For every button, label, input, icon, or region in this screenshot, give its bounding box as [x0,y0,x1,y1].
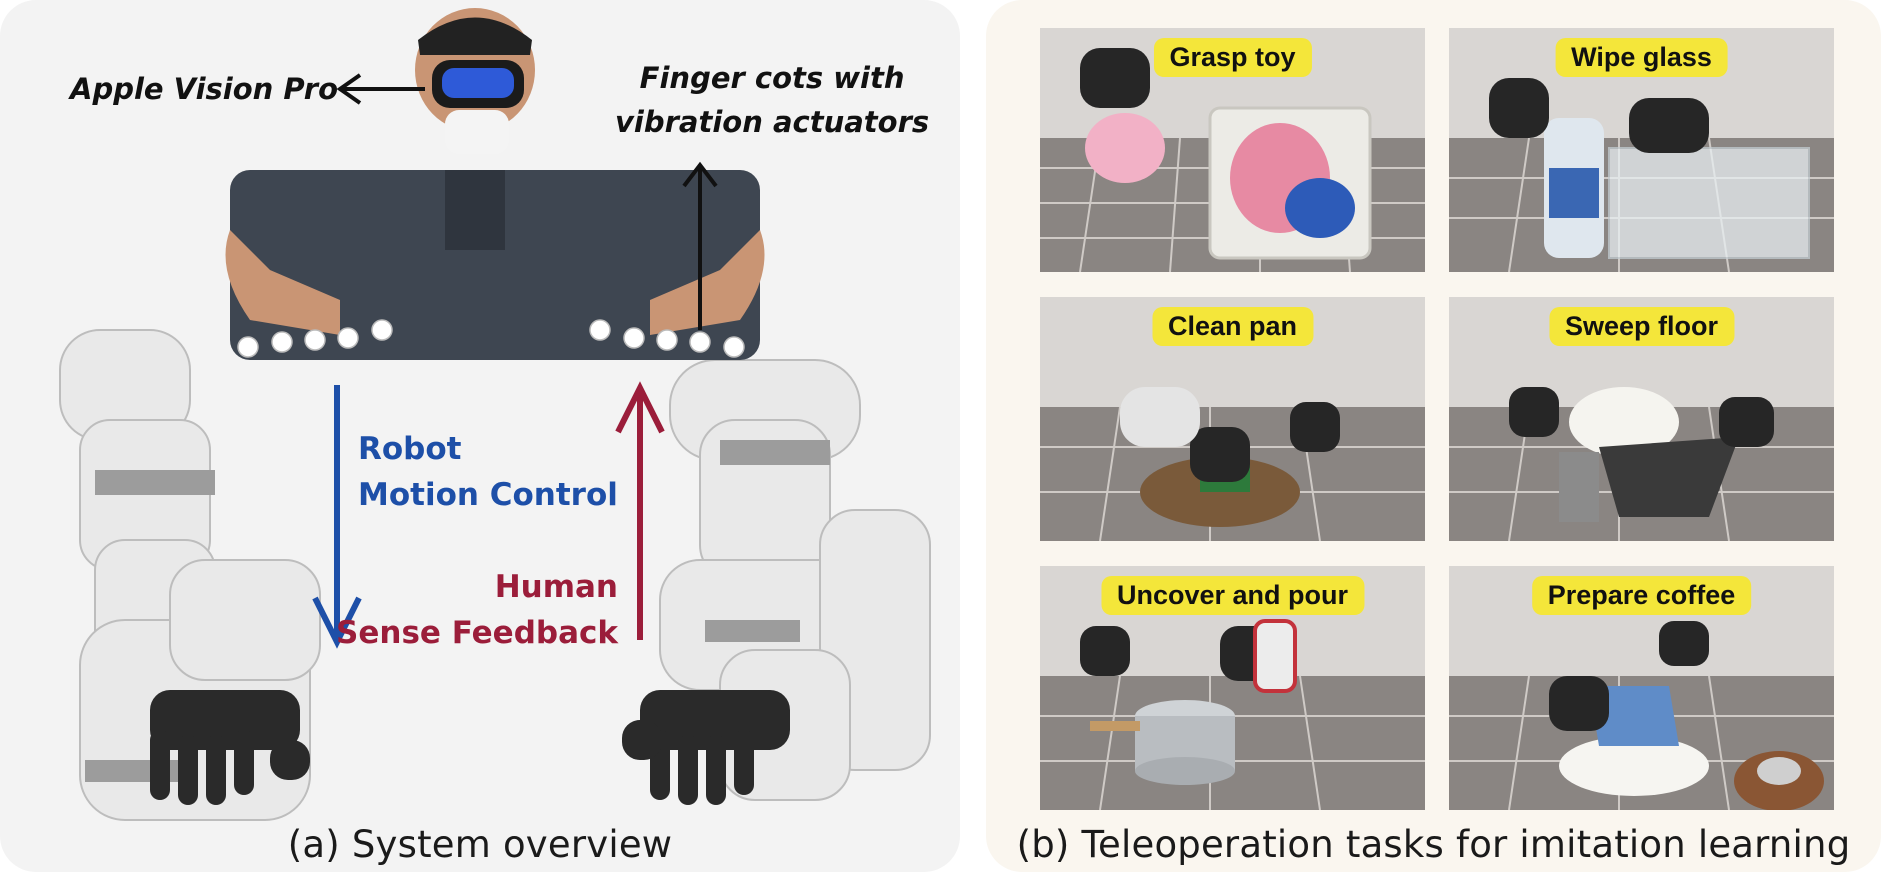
headset-pointer-arrow [336,73,425,105]
sweep-floor-photo [1449,297,1834,541]
task-label-wipe-glass: Wipe glass [1555,38,1728,77]
finger-cot-label: Finger cots with vibration actuators [615,56,929,144]
headset-label: Apple Vision Pro [70,72,338,106]
wipe-glass-photo [1449,28,1834,272]
task-tile-prepare-coffee: Prepare coffee [1449,566,1834,810]
task-tile-sweep-floor: Sweep floor [1449,297,1834,541]
right-robot-hand [622,690,790,805]
feedback-label: Human Sense Feedback [336,564,618,656]
task-tile-grasp-toy: Grasp toy [1040,28,1425,272]
human-operator [225,8,765,360]
finger-cot-label-line2: vibration actuators [615,105,930,139]
grasp-toy-photo [1040,28,1425,272]
finger-cot-pointer-arrow [682,161,718,330]
feedback-line1: Human [494,569,618,605]
task-tile-wipe-glass: Wipe glass [1449,28,1834,272]
system-overview-illustration [59,8,931,821]
panel-a-caption: (a) System overview [287,823,673,866]
system-overview-panel: Apple Vision Pro Finger cots with vibrat… [0,0,960,872]
motion-control-arrow [312,385,362,649]
task-label-sweep-floor: Sweep floor [1548,307,1735,346]
motion-control-line1: Robot [358,431,462,467]
left-robot-hand [150,690,310,805]
feedback-arrow [615,381,665,640]
motion-control-line2: Motion Control [358,477,618,513]
task-label-prepare-coffee: Prepare coffee [1531,576,1752,615]
task-tile-clean-pan: Clean pan [1040,297,1425,541]
finger-cot-label-line1: Finger cots with [639,61,905,95]
panel-b-caption: (b) Teleoperation tasks for imitation le… [1016,823,1851,866]
task-label-grasp-toy: Grasp toy [1153,38,1312,77]
task-label-clean-pan: Clean pan [1151,307,1314,346]
clean-pan-photo [1040,297,1425,541]
teleoperation-tasks-panel: Grasp toy Wipe glass [986,0,1881,872]
motion-control-label: Robot Motion Control [358,426,618,518]
task-label-uncover-and-pour: Uncover and pour [1100,576,1365,615]
feedback-line2: Sense Feedback [336,615,618,651]
prepare-coffee-photo [1449,566,1834,810]
task-tile-uncover-and-pour: Uncover and pour [1040,566,1425,810]
